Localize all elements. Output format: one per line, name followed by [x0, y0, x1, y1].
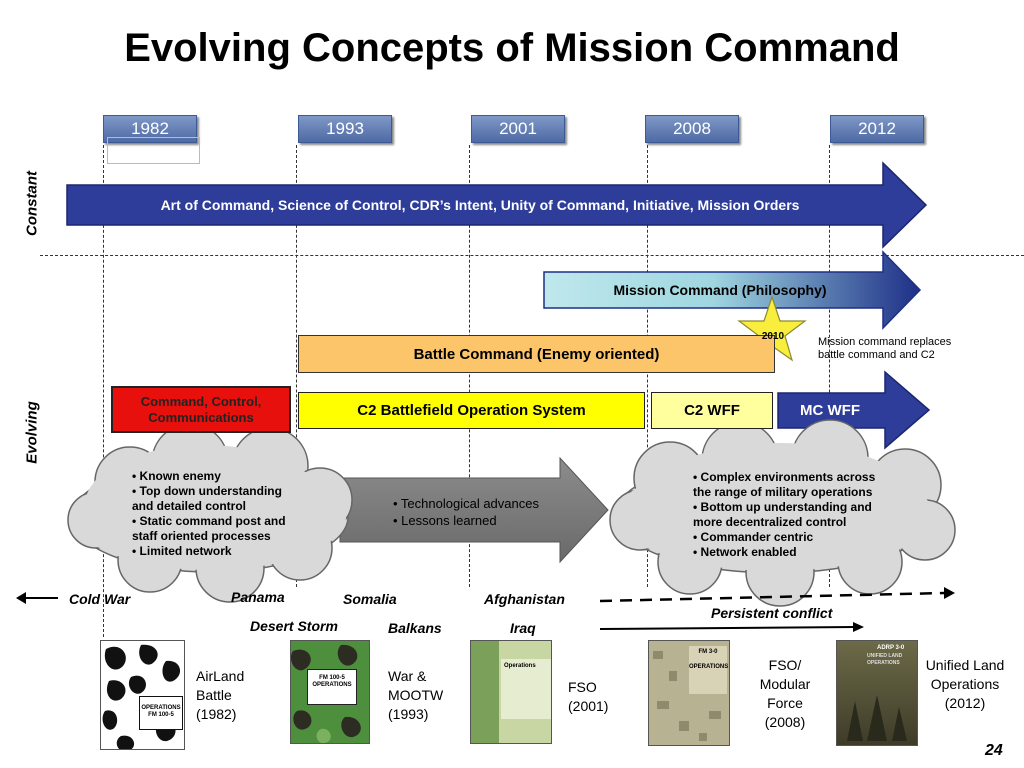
mission-command-arrow	[543, 250, 922, 330]
c3-bar: Command, Control, Communications	[111, 386, 291, 433]
doc-unified-land-operations: Unified Land Operations (2012)	[925, 657, 1005, 711]
slide-title: Evolving Concepts of Mission Command	[124, 26, 900, 70]
middle-arrow-text: • Technological advances • Lessons learn…	[393, 495, 539, 529]
doc-fso-2001: FSO (2001)	[568, 679, 609, 714]
year-2008: 2008	[645, 115, 739, 143]
year-2012: 2012	[830, 115, 924, 143]
camouflage-pattern-icon	[291, 644, 361, 743]
mc-wff-arrow	[777, 370, 931, 450]
timeline-1982	[103, 145, 104, 637]
camouflage-pattern-icon	[102, 644, 181, 749]
left-cloud-text: • Known enemy • Top down understanding a…	[132, 469, 286, 559]
left-cloud-line: staff oriented processes	[132, 529, 271, 543]
conflict-persistent: Persistent conflict	[711, 605, 833, 621]
soldiers-photo-icon	[847, 695, 907, 741]
conflict-somalia: Somalia	[343, 591, 397, 607]
timeline-2012	[829, 145, 830, 587]
book-fm3-0-2001: Operations	[470, 640, 552, 744]
c2wff-bar: C2 WFF	[651, 392, 773, 429]
book-fm3-0-2008: FM 3-0 OPERATIONS	[648, 640, 730, 746]
left-cloud-line: • Static command post and	[132, 514, 286, 528]
left-cloud-line: • Limited network	[132, 544, 232, 558]
mission-command-text: Mission Command (Philosophy)	[613, 282, 827, 298]
right-cloud-line: • Bottom up understanding and	[693, 500, 872, 514]
doc-war-mootw: War & MOOTW (1993)	[388, 668, 444, 722]
right-cloud-line: • Commander centric	[693, 530, 814, 544]
persistent-solid-arrowhead	[853, 622, 864, 632]
battle-command-bar: Battle Command (Enemy oriented)	[298, 335, 775, 373]
middle-arrow-line: • Technological advances	[393, 496, 539, 511]
book-spine-stripe	[471, 641, 499, 743]
middle-arrow-line: • Lessons learned	[393, 513, 497, 528]
middle-gray-arrow	[339, 456, 609, 564]
left-cloud-line: • Top down understanding	[132, 484, 282, 498]
doc-airland-battle: AirLand Battle (1982)	[196, 668, 245, 722]
book-cover-panel: Operations	[501, 659, 551, 719]
year-1993: 1993	[298, 115, 392, 143]
doc-fso-modular-force: FSO/ Modular Force (2008)	[759, 657, 811, 730]
book-cover-label: OPERATIONS FM 100-5	[139, 696, 183, 730]
c2bos-bar: C2 Battlefield Operation System	[298, 392, 645, 429]
right-cloud-line: • Complex environments across	[693, 470, 876, 484]
camouflage-pattern-icon	[653, 651, 721, 741]
right-cloud-line: • Network enabled	[693, 545, 797, 559]
book-operations-1982: OPERATIONS FM 100-5	[100, 640, 185, 750]
constant-evolving-divider	[40, 255, 1024, 256]
year-1982: 1982	[103, 115, 197, 143]
cold-war-arrowhead	[16, 592, 26, 604]
persistent-dashed-arrowhead	[944, 587, 955, 599]
constant-arrow-text: Art of Command, Science of Control, CDR’…	[160, 197, 800, 213]
right-cloud-line: more decentralized control	[693, 515, 847, 529]
conflict-cold-war: Cold War	[69, 591, 131, 607]
book-fm100-5-1993: FM 100-5 OPERATIONS	[290, 640, 370, 744]
conflict-panama: Panama	[231, 589, 285, 605]
right-cloud-line: the range of military operations	[693, 485, 873, 499]
year-2001: 2001	[471, 115, 565, 143]
star-year: 2010	[761, 331, 785, 342]
constant-arrow	[66, 161, 928, 249]
right-cloud-text: • Complex environments across the range …	[693, 470, 875, 560]
left-cloud-line: • Known enemy	[132, 469, 221, 483]
conflict-balkans: Balkans	[388, 620, 442, 636]
mc-wff-text: MC WFF	[800, 401, 860, 419]
book-cover-label: FM 3-0 OPERATIONS	[689, 646, 728, 694]
book-adrp3-0-2012: ADRP 3-0 UNIFIED LAND OPERATIONS	[836, 640, 918, 746]
star-note: Mission command replaces battle command …	[818, 336, 952, 361]
conflict-iraq: Iraq	[510, 620, 536, 636]
conflict-desert-storm: Desert Storm	[250, 618, 338, 634]
page-number: 24	[985, 742, 1003, 759]
empty-box	[107, 137, 200, 164]
timeline-1993	[296, 145, 297, 587]
book-cover-label: FM 100-5 OPERATIONS	[307, 669, 357, 705]
left-cloud-line: and detailed control	[132, 499, 247, 513]
conflict-afghanistan: Afghanistan	[484, 591, 565, 607]
